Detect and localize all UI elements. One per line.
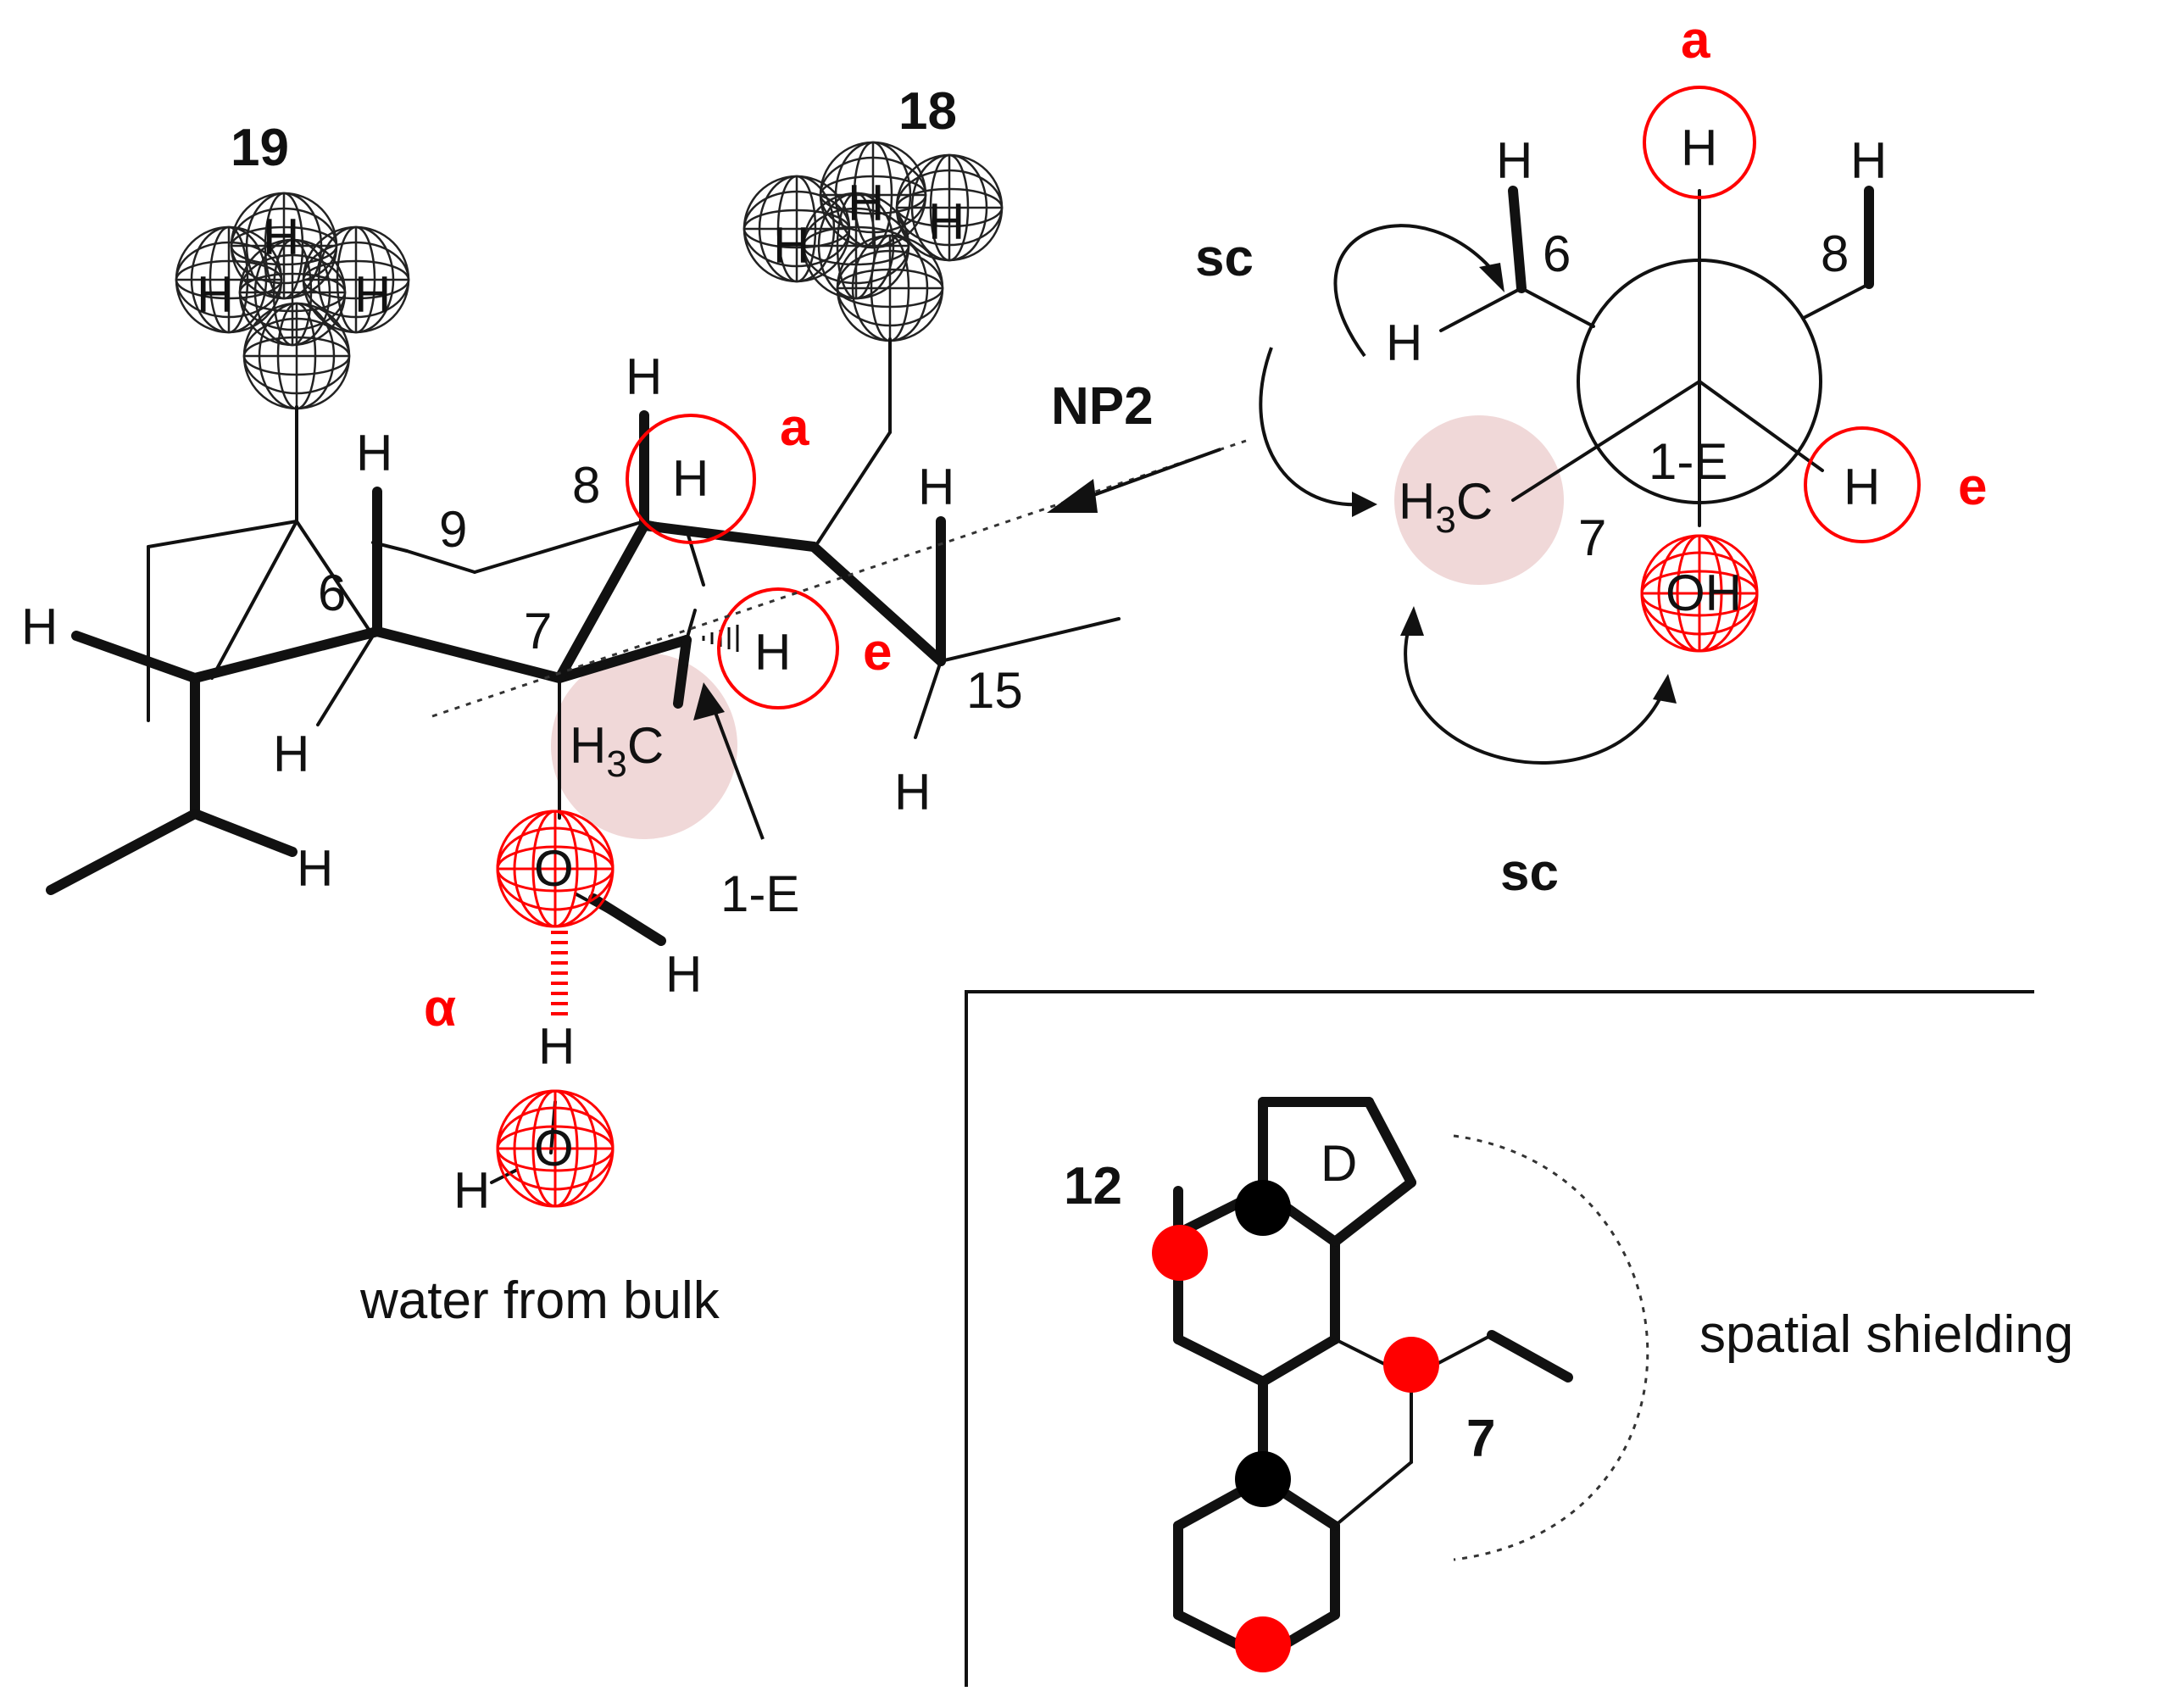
inset-frame — [965, 990, 2034, 1687]
gauche-arrow-bottom-head-left — [1400, 606, 1424, 636]
newman-pos-7: 7 — [1578, 509, 1606, 566]
conformer-arrow — [693, 682, 765, 840]
h-label-water-top: H — [538, 1018, 575, 1075]
methyl-19-h-top: H — [263, 209, 299, 265]
gauche-arrow-bottom — [1404, 618, 1667, 765]
newman-pos-8: 8 — [1821, 225, 1849, 282]
hydroxyl-o-label: O — [534, 840, 574, 897]
newman-bold-bonds — [1508, 186, 1874, 293]
np2-label: NP2 — [1051, 377, 1154, 436]
h-label-lower: H — [297, 840, 333, 897]
methyl-19-label: 19 — [231, 119, 289, 177]
h-label-7-eq: H — [754, 624, 791, 681]
h-label-hydroxyl: H — [665, 946, 702, 1003]
methyl-18-h-right: H — [928, 193, 965, 250]
inset-red-atom-7 — [1383, 1337, 1439, 1393]
inset-black-atom-mid — [1235, 1451, 1291, 1507]
alpha-mark: α — [424, 979, 456, 1038]
h-label-14-top: H — [918, 459, 954, 515]
h-label-8-top: H — [626, 348, 662, 405]
inset-pos-12: 12 — [1064, 1157, 1122, 1216]
newman-pos-6: 6 — [1543, 225, 1571, 282]
newman-h-6-top: H — [1496, 132, 1532, 189]
shielding-arc — [1453, 1134, 1649, 1561]
newman-h-8-top: H — [1850, 132, 1887, 189]
shielding-caption: spatial shielding — [1699, 1305, 2073, 1364]
gauche-arrow-top-head — [1479, 263, 1504, 292]
inset-pos-7: 7 — [1466, 1410, 1495, 1468]
axial-h-ring — [626, 414, 756, 544]
gauche-label-bottom: sc — [1500, 843, 1559, 902]
main-structure: 19 18 H H H H H H H H H H H H H H H H H … — [21, 82, 1247, 1330]
methyl-18-h-top: H — [848, 175, 884, 231]
inset-thick-sidechain — [1487, 1330, 1573, 1383]
np2-axis — [431, 439, 1247, 718]
equatorial-mark: e — [863, 623, 892, 682]
h-label-6-top: H — [356, 425, 392, 481]
gauche-label-top: sc — [1195, 229, 1254, 287]
newman-bonds — [1439, 189, 1871, 527]
hydrogen-bond — [551, 931, 568, 1015]
methyl-19-h-right: H — [354, 266, 391, 323]
newman-projection: sc sc H H H H H 6 8 7 1-E H3C OH a e — [1195, 11, 1987, 902]
pos-7-label: 7 — [524, 603, 552, 659]
methyl-shading — [551, 653, 737, 839]
water-caption: water from bulk — [359, 1271, 720, 1330]
methyl-19-h-left: H — [197, 266, 233, 323]
pos-6-label: 6 — [318, 565, 346, 621]
h-label-water-left: H — [453, 1162, 490, 1219]
equatorial-h-ring — [717, 587, 839, 709]
newman-h-6-left: H — [1386, 314, 1422, 371]
axial-mark: a — [780, 398, 809, 457]
newman-methyl-label: H3C — [1399, 473, 1493, 541]
gauche-arrow-bottom-head-right — [1653, 674, 1677, 704]
pos-9-label: 9 — [439, 501, 467, 558]
newman-conformer-label: 1-E — [1649, 433, 1727, 490]
inset-red-atom-bottom — [1235, 1616, 1291, 1672]
newman-axial-mark: a — [1681, 11, 1710, 70]
pos-8-label: 8 — [572, 457, 600, 514]
newman-equatorial-ring — [1804, 426, 1921, 543]
newman-h-axial: H — [1681, 120, 1717, 176]
h-label-14-bottom: H — [894, 764, 931, 821]
gauche-arrow-side — [1259, 347, 1361, 507]
inset-skeleton — [1173, 1097, 1416, 1662]
newman-axial-ring — [1643, 86, 1756, 199]
conformer-label: 1-E — [720, 865, 799, 922]
newman-hydroxyl-label: OH — [1666, 565, 1742, 621]
methyl-group-label: H3C — [570, 717, 664, 785]
newman-equatorial-mark: e — [1958, 458, 1987, 516]
water-o-label: O — [534, 1120, 574, 1177]
h-label-6-bottom: H — [273, 726, 309, 782]
inset-panel: D 12 7 spatial shielding — [965, 990, 2073, 1687]
ring-d-label: D — [1321, 1135, 1357, 1192]
newman-h-equatorial: H — [1844, 459, 1880, 515]
pos-15-label: 15 — [966, 662, 1023, 719]
h-label-left: H — [21, 598, 58, 655]
methyl-18-label: 18 — [898, 82, 957, 141]
np2-arrow — [1047, 448, 1221, 513]
bold-bonds — [46, 410, 946, 946]
inset-black-atom-top — [1235, 1180, 1291, 1236]
gauche-arrow-top — [1333, 224, 1502, 358]
inset-red-atom-12 — [1152, 1225, 1208, 1281]
h-label-8-axial: H — [672, 450, 709, 507]
methyl-18-h-left: H — [773, 217, 809, 274]
gauche-arrow-side-head — [1352, 492, 1377, 517]
newman-methyl-shading — [1394, 415, 1564, 585]
